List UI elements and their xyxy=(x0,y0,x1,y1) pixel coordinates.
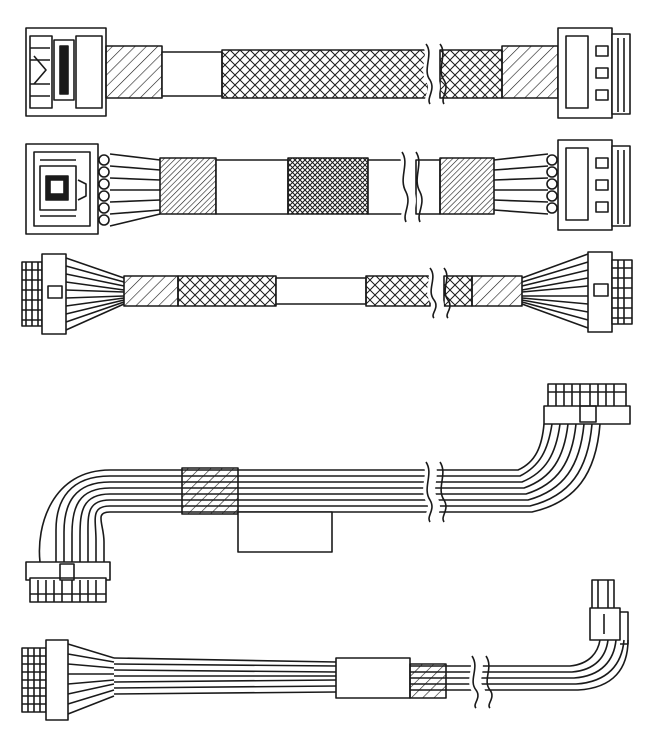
cable-2 xyxy=(26,140,630,234)
cable-3 xyxy=(22,252,632,334)
cable-1-plain-band xyxy=(162,52,222,96)
cable-4-bottom-connector xyxy=(26,562,110,602)
cable-2-plain-a xyxy=(216,160,288,214)
cable-1-crosshatch-b xyxy=(440,50,502,98)
cable-2-fanout-right xyxy=(494,154,557,214)
cable-5 xyxy=(22,580,628,720)
cable-5-fanout xyxy=(68,644,114,714)
cable-2-dense-cross xyxy=(288,158,368,214)
cable-3-cross-b xyxy=(366,276,430,306)
cable-2-dark-hatch-right xyxy=(440,158,494,214)
cable-3-hatch-right xyxy=(472,276,522,306)
cable-1-right-connector xyxy=(558,28,630,118)
cable-1-hatch-right xyxy=(502,46,558,98)
cable-3-fanout-left xyxy=(66,258,124,330)
cable-1 xyxy=(26,28,630,118)
cable-1-hatch-left xyxy=(106,46,162,98)
cable-1-crosshatch-a xyxy=(222,50,428,98)
cable-2-fanout-left xyxy=(99,154,160,226)
cable-4-label-flag xyxy=(238,512,332,552)
cable-4-wires xyxy=(39,424,600,562)
cable-3-hatch-left xyxy=(124,276,178,306)
cable-4 xyxy=(26,384,630,602)
cable-5-wires xyxy=(114,640,628,694)
cable-3-fanout-right xyxy=(522,254,588,328)
cable-4-hatch-band xyxy=(182,468,238,514)
cable-5-left-connector xyxy=(22,640,68,720)
cable-5-plain-band xyxy=(336,658,410,698)
cable-3-cross-a xyxy=(178,276,276,306)
cable-2-left-connector xyxy=(26,144,98,234)
cable-2-dark-hatch-left xyxy=(160,158,216,214)
cable-3-right-connector xyxy=(588,252,632,332)
cable-5-right-connector xyxy=(590,580,628,644)
cable-2-right-connector xyxy=(558,140,630,230)
cable-4-top-connector xyxy=(544,384,630,424)
cable-5-hatch-band xyxy=(410,664,446,698)
cable-3-left-connector xyxy=(22,254,66,334)
cable-1-left-connector xyxy=(26,28,106,116)
cable-3-plain xyxy=(276,278,366,304)
